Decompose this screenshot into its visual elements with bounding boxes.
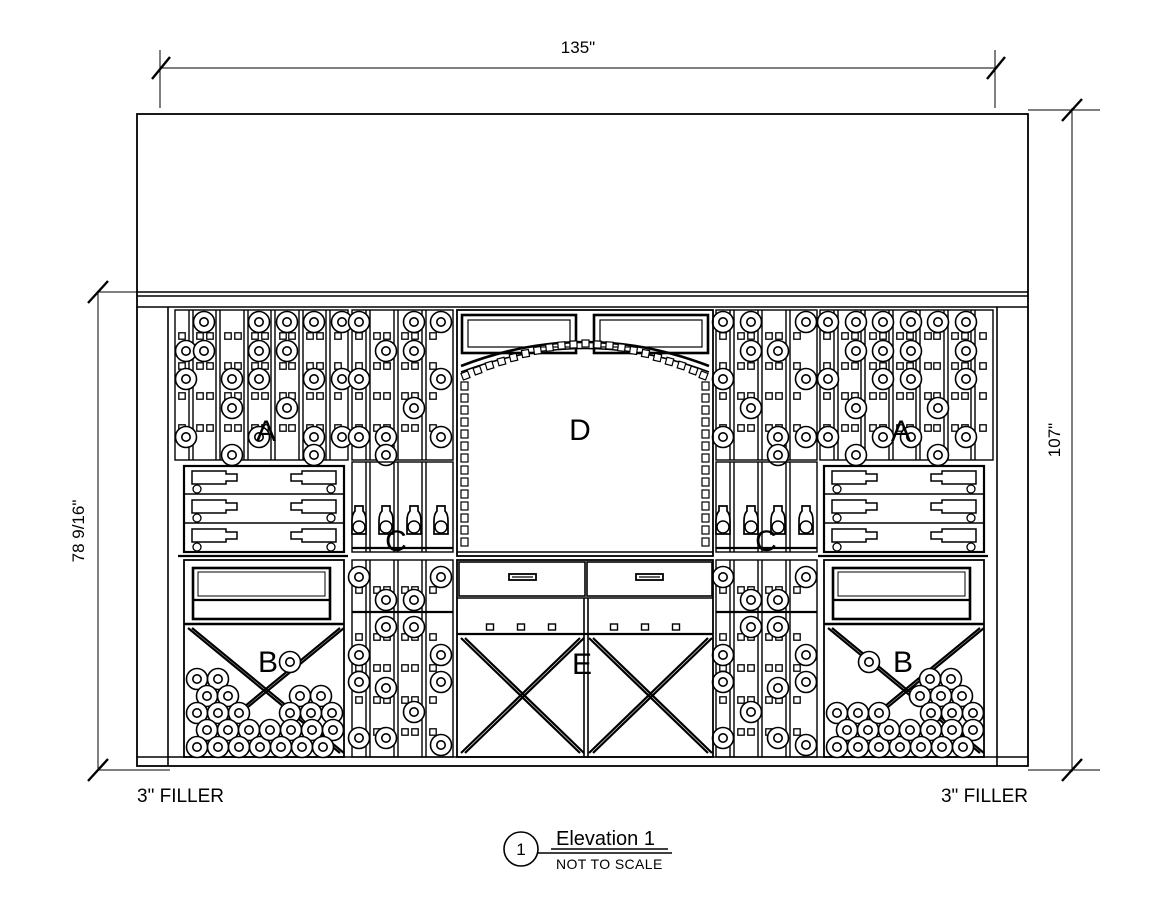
section-tag-b-left: B [258,646,278,679]
section-tag-e: E [572,648,592,681]
bottle-bores [711,565,818,757]
detail-title: Elevation 1 [556,828,655,850]
drawer-left[interactable] [458,561,586,597]
bottles-row-2 [831,499,977,523]
lower-rack-left [347,559,454,758]
shelf-unit-left [191,566,332,621]
section-tag-a-left: A [256,415,276,448]
detail-bubble [503,831,539,867]
section-c-left [351,461,454,553]
bottles-row-1 [831,470,977,494]
drawer-right[interactable] [586,561,713,597]
x-bin-left [460,637,585,754]
bin-bottles-right [908,667,985,759]
dentil-molding-left-jamb [460,381,469,547]
lower-rack-right [711,559,818,758]
section-tag-a-right: A [891,415,911,448]
section-tag-c-left: C [385,525,407,558]
shelf-unit-right [831,566,972,621]
detail-number: 1 [516,840,525,859]
dimension-top [151,50,1006,108]
section-d-arched-alcove [456,309,714,557]
stemware-rack [457,597,713,636]
stemware-hangers [485,623,681,631]
dimension-right-label: 107" [1045,423,1064,457]
section-c-left-upper-rack [347,309,454,467]
display-rack-left [178,464,348,558]
dentil-molding-arch [460,339,709,381]
section-c-right [715,461,818,553]
bottles-row-3 [191,528,337,552]
filler-note-right: 3" FILLER [941,786,1028,807]
section-tag-d: D [569,414,591,447]
bottle-bores [711,310,818,467]
bottles-row-1 [191,470,337,494]
dimension-top-label: 135" [561,38,595,57]
section-c-right-upper-rack [711,309,818,467]
section-b-left [183,559,345,759]
detail-scale-note: NOT TO SCALE [556,856,663,872]
dimension-left [87,280,170,782]
bottle-bores [347,565,453,757]
bottles-row-2 [191,499,337,523]
section-a-left [174,309,354,467]
section-a-right [816,309,994,467]
section-tag-c-right: C [755,525,777,558]
dentil-molding-right-jamb [701,381,710,547]
section-b-right [823,559,985,759]
bottles-row-3 [831,528,977,552]
section-e [456,559,714,758]
display-rack-right [818,464,988,558]
dimension-left-label: 78 9/16" [69,500,88,563]
title-block: 1 Elevation 1 NOT TO SCALE [503,828,672,872]
filler-note-left: 3" FILLER [137,786,224,807]
x-bin-right [588,637,713,754]
section-tag-b-right: B [893,646,913,679]
dimension-right [1028,98,1100,782]
